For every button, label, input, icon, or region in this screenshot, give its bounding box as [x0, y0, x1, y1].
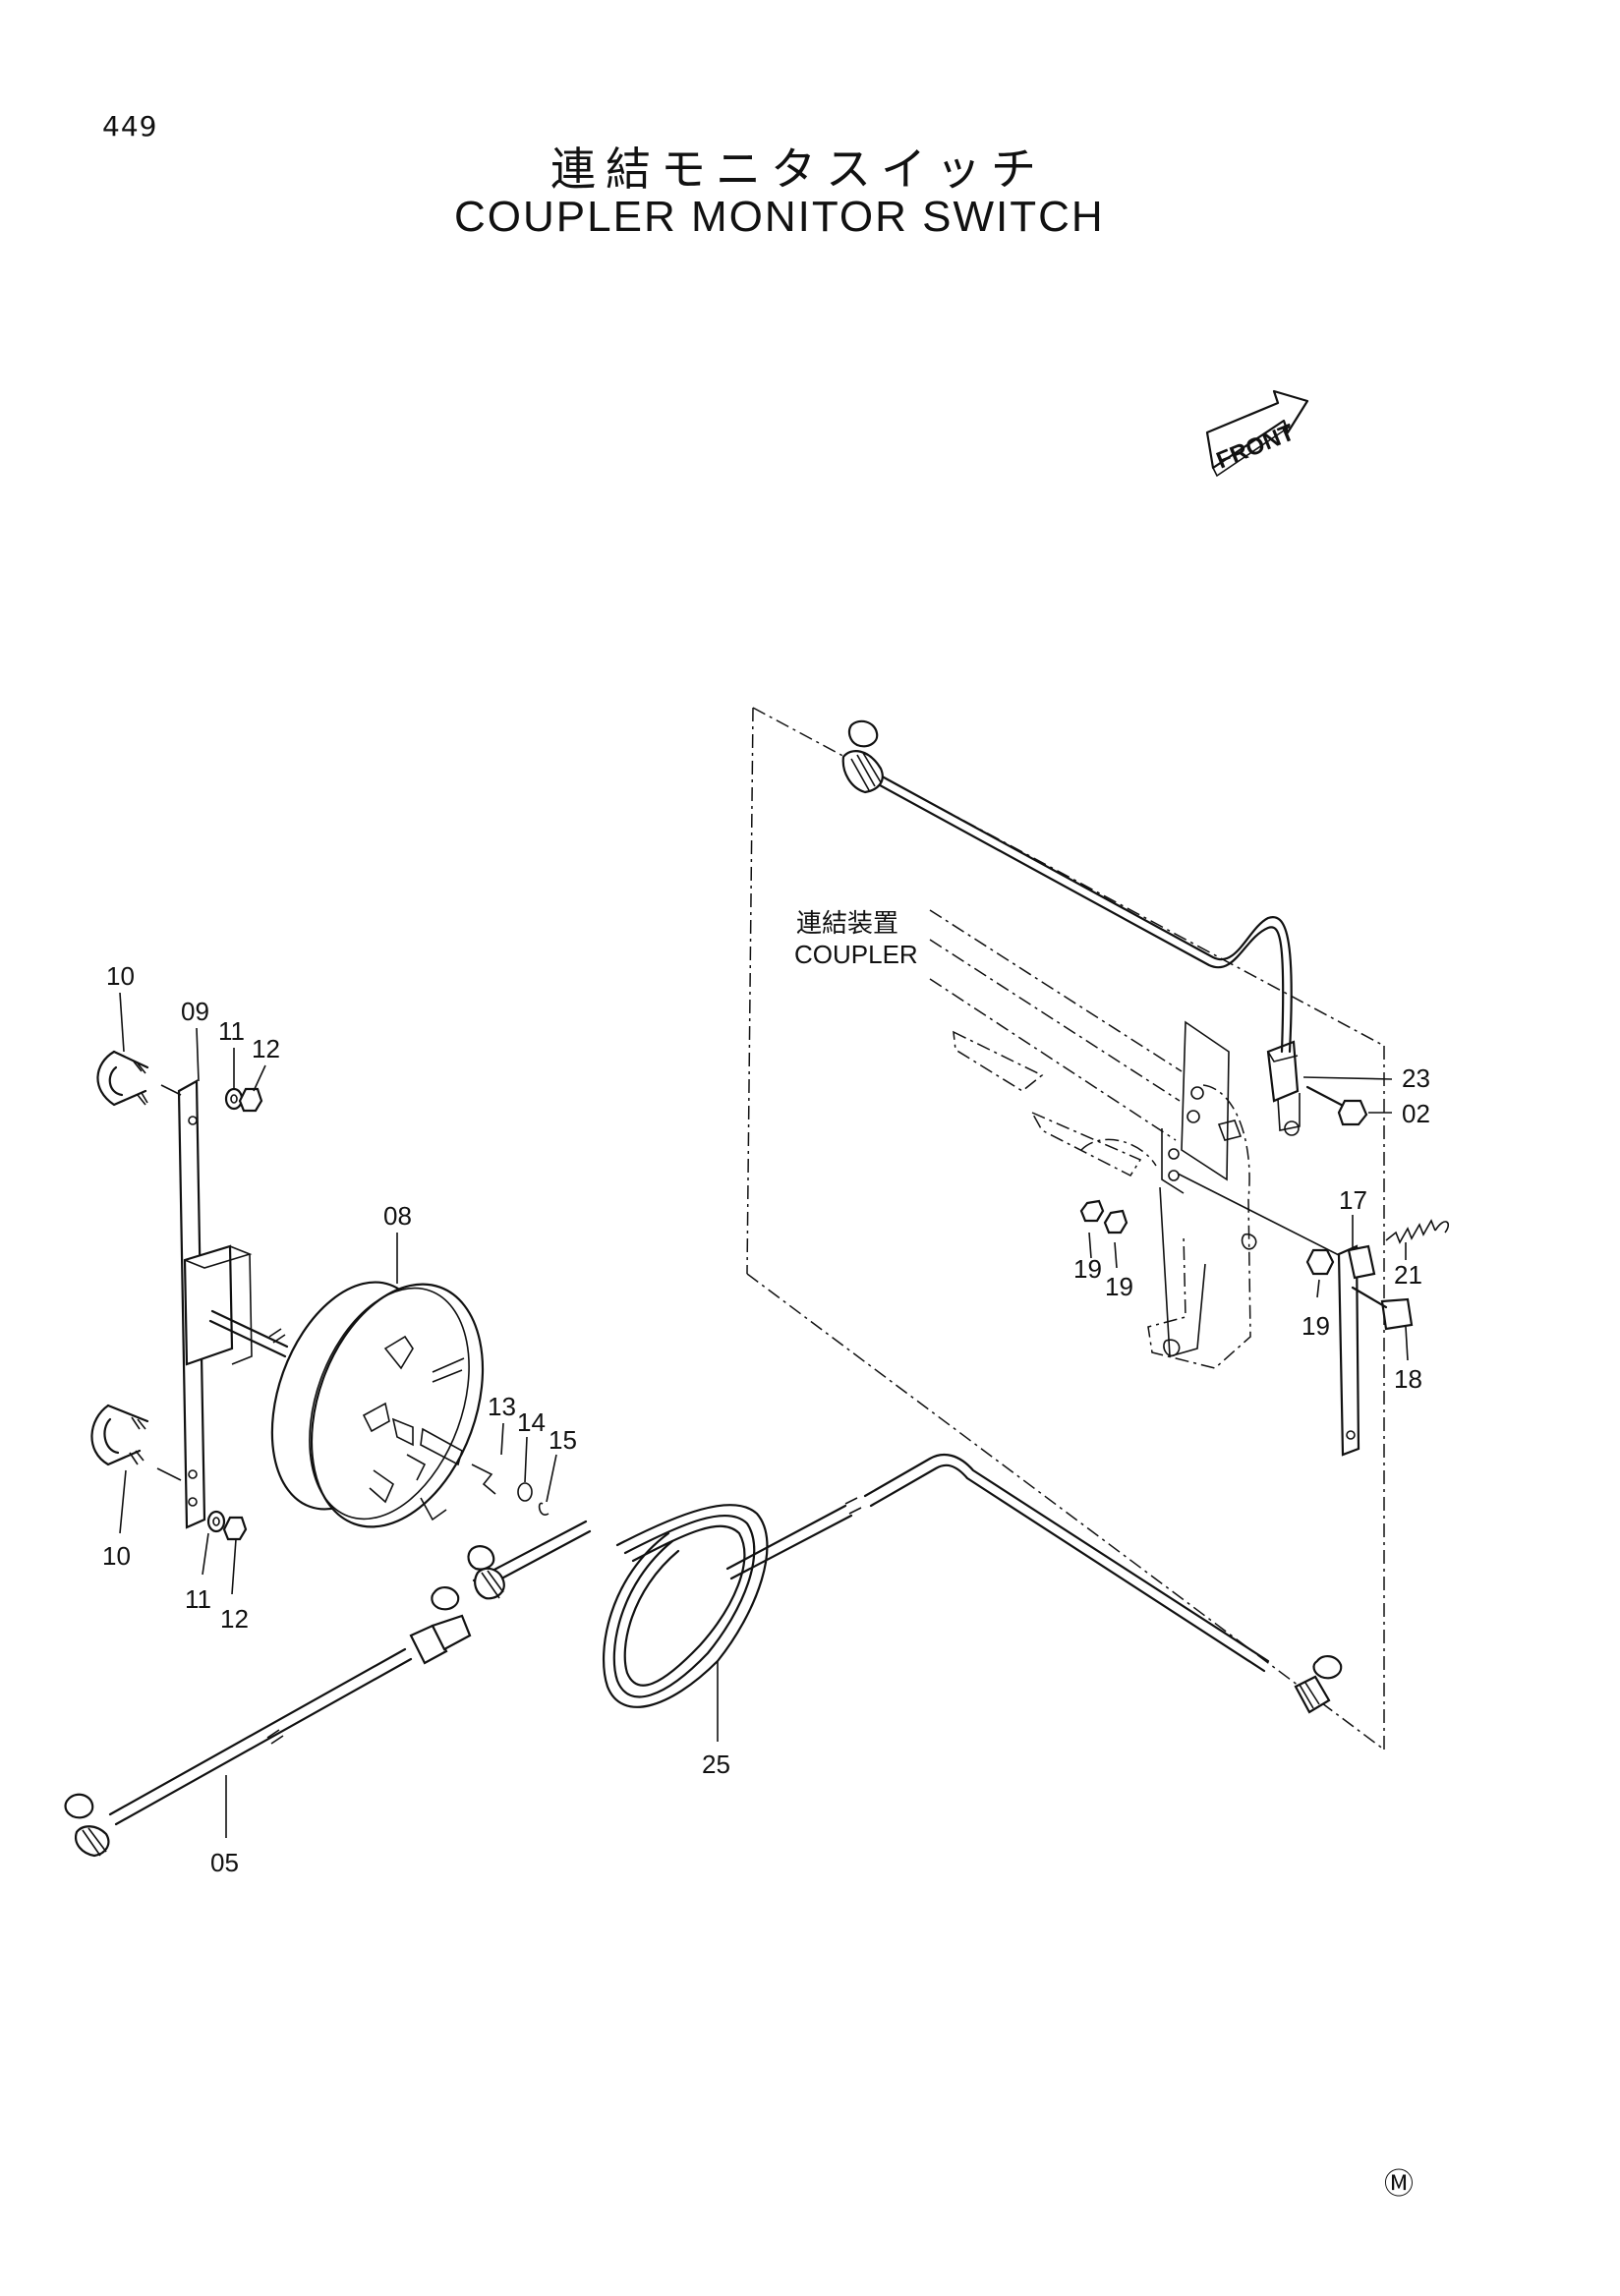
callout-14: 14 — [517, 1407, 546, 1437]
switch-assembly — [1266, 1040, 1368, 1136]
callout-11-top: 11 — [218, 1016, 245, 1046]
callout-18: 18 — [1394, 1364, 1422, 1394]
callout-17: 17 — [1339, 1185, 1367, 1215]
callout-12-bottom: 12 — [220, 1604, 249, 1634]
front-label: FRONT — [1213, 419, 1299, 474]
coupler-label-jp: 連結装置 — [796, 908, 898, 938]
callout-08: 08 — [383, 1201, 412, 1231]
leader-lines — [119, 992, 1409, 1838]
callout-21: 21 — [1394, 1260, 1422, 1290]
part-callouts: 23 02 17 21 19 19 19 18 10 09 11 12 08 1… — [102, 961, 1430, 1877]
front-arrow-icon: FRONT — [1205, 389, 1309, 478]
callout-09: 09 — [181, 997, 209, 1026]
m-marker-symbol: Ⓜ — [1384, 2168, 1414, 2201]
coupler-label-en: COUPLER — [794, 940, 918, 969]
callout-11-bottom: 11 — [185, 1584, 211, 1614]
callout-10-bottom: 10 — [102, 1541, 131, 1571]
hose-25-coil — [467, 1453, 1343, 1714]
hose-reel-assembly — [270, 1281, 550, 1528]
page-number: 449 — [102, 110, 158, 143]
mounting-plane — [746, 707, 1385, 1751]
coupler-label: 連結装置 COUPLER — [794, 908, 918, 969]
left-bracket-assembly — [90, 1050, 289, 1541]
hose-05 — [64, 1586, 472, 1858]
callout-02: 02 — [1402, 1099, 1430, 1128]
callout-13: 13 — [488, 1392, 516, 1421]
coupler-structure — [929, 909, 1257, 1369]
callout-12-top: 12 — [252, 1034, 280, 1063]
callout-19-a: 19 — [1073, 1254, 1102, 1284]
callout-19-b: 19 — [1105, 1272, 1133, 1301]
title-japanese: 連結モニタスイッチ — [550, 143, 1046, 196]
callout-25: 25 — [702, 1750, 730, 1779]
top-tube — [841, 719, 1293, 1054]
m-marker: Ⓜ — [1384, 2168, 1414, 2201]
callout-05: 05 — [210, 1848, 239, 1877]
right-small-parts — [1079, 1173, 1450, 1457]
callout-10-top: 10 — [106, 961, 135, 991]
callout-15: 15 — [549, 1425, 577, 1455]
callout-19-c: 19 — [1302, 1311, 1330, 1341]
callout-23: 23 — [1402, 1063, 1430, 1093]
title-english: COUPLER MONITOR SWITCH — [454, 193, 1105, 241]
